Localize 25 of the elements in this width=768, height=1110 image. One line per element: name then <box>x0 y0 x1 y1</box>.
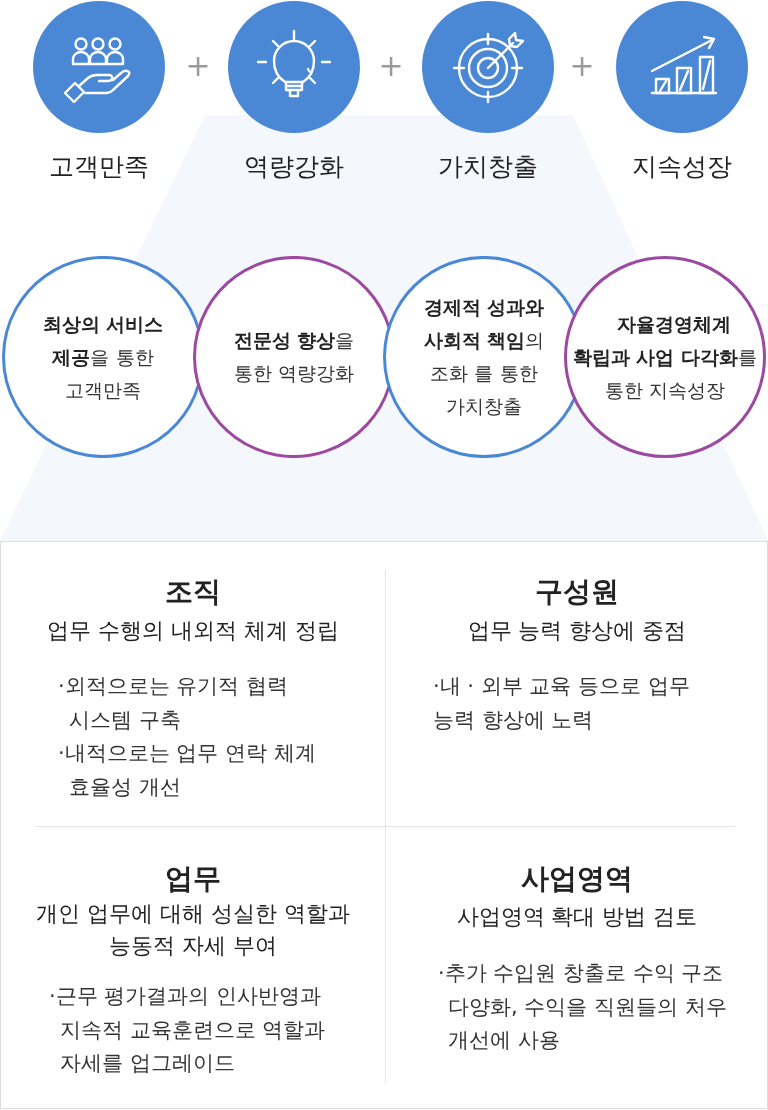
section-title: 조직 <box>164 575 222 609</box>
content-panel <box>0 541 768 1109</box>
section-title: 업무 <box>164 862 222 896</box>
section-subtitle: 업무 수행의 내외적 체계 정립 <box>46 617 340 645</box>
bullet-item: ·외적으로는 유기적 협력 시스템 구축 <box>58 673 290 734</box>
feature-label: 지속성장 <box>631 151 733 183</box>
plus-sign: + <box>378 51 404 81</box>
section-subtitle: 업무 능력 향상에 중점 <box>466 617 688 645</box>
section-title: 구성원 <box>534 575 620 609</box>
section-subtitle: 사업영역 확대 방법 검토 <box>455 903 699 931</box>
plus-sign: + <box>185 51 211 81</box>
section-subtitle: 개인 업무에 대해 성실한 역할과 능동적 자세 부여 <box>35 900 351 960</box>
circle-text: 자율경영체계 확립과 사업 다각화를 통한 지속성장 <box>571 311 759 403</box>
bullet-item: ·내적으로는 업무 연락 체계 효율성 개선 <box>58 740 317 801</box>
feature-label: 역량강화 <box>243 151 345 183</box>
circle-text: 최상의 서비스 제공을 통한 고객만족 <box>41 311 165 403</box>
feature-label: 고객만족 <box>48 151 150 183</box>
bullet-item: ·추가 수입원 창출로 수익 구조 다양화, 수익을 직원들의 처우 개선에 사용 <box>438 960 728 1054</box>
feature-label: 가치창출 <box>437 151 539 183</box>
circle-text: 경제적 성과와 사회적 책임의 조화 를 통한 가치창출 <box>422 295 546 419</box>
plus-sign: + <box>569 51 595 81</box>
circle-text: 전문성 향상을 통한 역량강화 <box>232 328 356 386</box>
bullet-item: ·내 · 외부 교육 등으로 업무 능력 향상에 노력 <box>433 673 691 734</box>
bullet-item: ·근무 평가결과의 인사반영과 지속적 교육훈련으로 역할과 자세를 업그레이드 <box>49 983 327 1077</box>
section-title: 사업영역 <box>520 862 634 896</box>
